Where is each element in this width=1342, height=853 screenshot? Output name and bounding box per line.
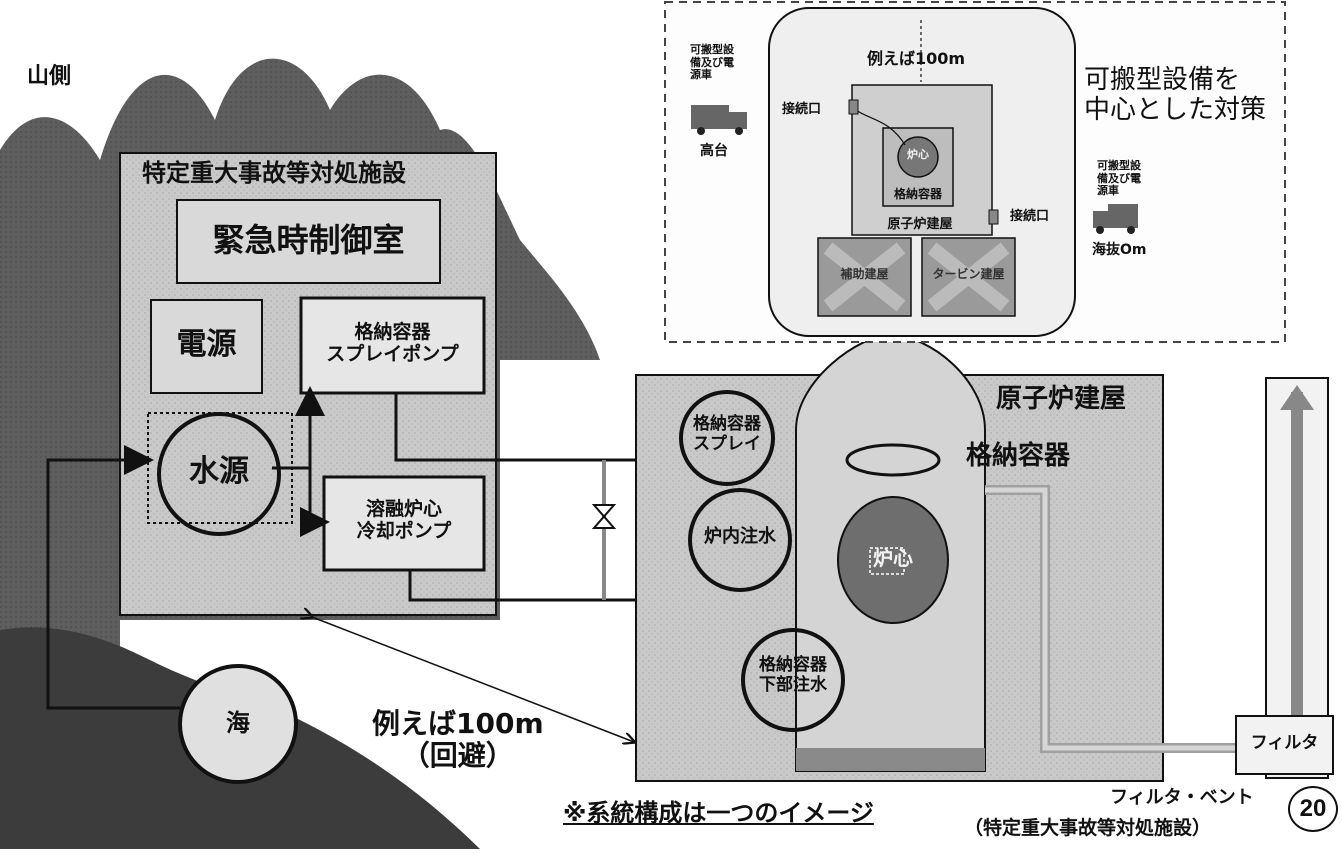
inset-aux-cross [823, 242, 906, 312]
core-ellipse [837, 496, 949, 624]
inset-reactor-building-label: 原子炉建屋 [887, 217, 953, 232]
inset-core [897, 136, 939, 178]
inset-containment-label: 格納容器 [893, 187, 942, 201]
lower-injection-circle [741, 628, 845, 732]
inset-hose [855, 109, 906, 146]
vent-stack-arrowhead [1280, 385, 1314, 410]
spray-ring [845, 443, 941, 477]
filter-label: フィルタ [1250, 733, 1319, 753]
sea-circle [178, 664, 298, 784]
inset-connection-port-1: 接続口 [782, 102, 822, 117]
spray-pump-label: 格納容器 スプレイポンプ [326, 321, 459, 365]
core-square [869, 547, 905, 575]
inset-connector-2 [988, 209, 999, 225]
power-source-label: 電源 [176, 327, 237, 362]
core-cooling-pump-label: 溶融炉心 冷却ポンプ [356, 498, 452, 542]
truck-icon [1093, 204, 1138, 234]
distance-label: 例えば100m （回避） [372, 707, 544, 773]
sea-intake-line [46, 445, 180, 710]
containment-spray-label: 格納容器 スプレイ [693, 414, 761, 454]
inset-highland-label: 高台 [700, 143, 728, 159]
containment-bottom [796, 748, 985, 771]
truck-icon [691, 105, 747, 135]
inset-equipment-left-label: 可搬型設 備及び電 源車 [690, 43, 734, 82]
filter-vent-sublabel: （特定重大事故等対処施設） [964, 817, 1212, 839]
emergency-control-room-box [176, 199, 441, 284]
inset-sea-level-label: 海抜Om [1092, 242, 1147, 258]
containment-spray-circle [679, 390, 775, 486]
inset-core-label: 炉心 [907, 148, 929, 161]
containment-vessel-label: 格納容器 [966, 441, 1071, 471]
spray-pump-box [299, 296, 486, 395]
lower-injection-label: 格納容器 下部注水 [759, 655, 827, 695]
distance-arrow [312, 617, 634, 742]
emergency-control-room-label: 緊急時制御室 [212, 221, 405, 259]
sea-label: 海 [226, 709, 250, 737]
water-source-circle [157, 412, 281, 536]
inset-connector-1 [848, 99, 859, 115]
inset-title: 可搬型設備を 中心とした対策 [1084, 65, 1267, 125]
filter-vent-label: フィルタ・ベント [1110, 787, 1254, 808]
bypass-valve [591, 504, 617, 529]
mountain-side-label: 山側 [27, 64, 72, 89]
inset-aux-building-label: 補助建屋 [840, 267, 889, 281]
filter-box [1235, 715, 1334, 775]
cooling-pump-feed [300, 470, 330, 537]
inset-turbine-building-label: タービン建屋 [932, 267, 1005, 281]
page-number-badge: 20 [1288, 786, 1338, 832]
power-source-box [150, 299, 263, 394]
core-label: 炉心 [873, 546, 913, 570]
inset-equipment-right-label: 可搬型設 備及び電 源車 [1097, 159, 1141, 198]
inset-connection-port-2: 接続口 [1010, 209, 1050, 224]
in-core-injection-label: 炉内注水 [704, 526, 776, 547]
reactor-building-label: 原子炉建屋 [996, 384, 1127, 414]
inset-distance-label: 例えば100m [867, 49, 966, 68]
in-core-injection-circle [688, 488, 792, 592]
water-source-label: 水源 [189, 454, 249, 489]
system-note: ※系統構成は一つのイメージ [563, 799, 874, 827]
inset-turbine-cross [927, 242, 1010, 312]
vent-pipe-inner [985, 487, 1236, 751]
facility-title: 特定重大事故等対処施設 [142, 159, 406, 187]
